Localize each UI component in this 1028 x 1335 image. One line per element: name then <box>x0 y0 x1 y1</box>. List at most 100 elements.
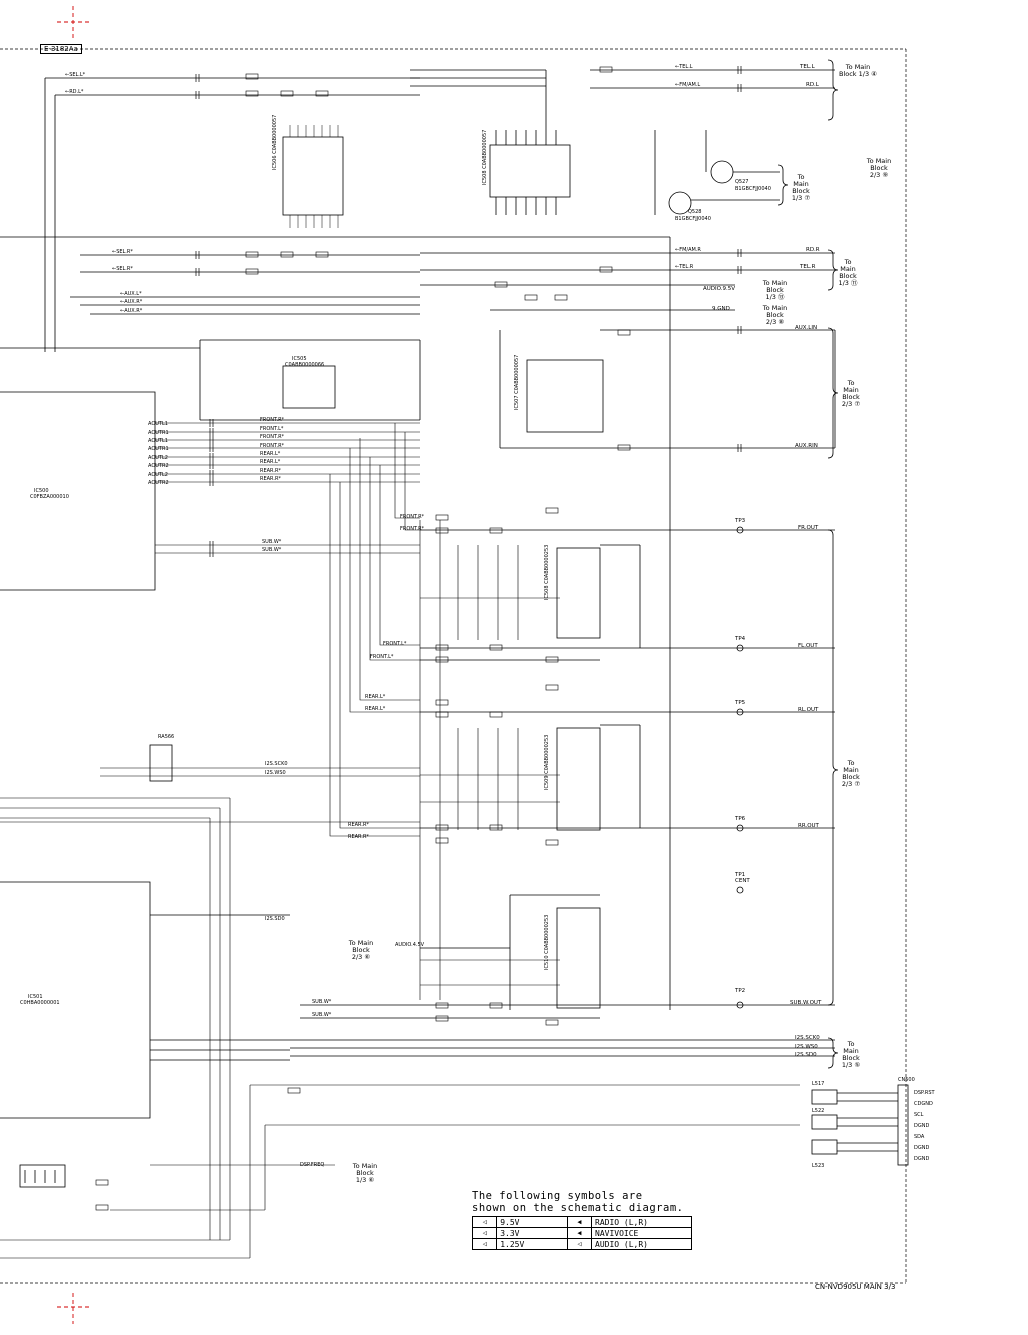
ic506: IC506 C0ABB0000057 <box>272 115 344 228</box>
svg-text:AOUTR2: AOUTR2 <box>148 480 169 486</box>
svg-text:←RD.L*: ←RD.L* <box>65 89 84 95</box>
svg-text:FRONT.R*: FRONT.R* <box>260 417 285 423</box>
svg-text:FRONT.L*: FRONT.L* <box>383 641 407 647</box>
transistors: Q527 B1GBCFJJ0040 Q528 B1GBCFJJ0040 <box>654 130 780 222</box>
svg-text:DSP.FREQ: DSP.FREQ <box>300 1162 324 1168</box>
svg-text:REAR.R*: REAR.R* <box>260 476 281 482</box>
svg-text:IC506 C0ABB0000057: IC506 C0ABB0000057 <box>272 115 278 170</box>
ic510-amp: IC510 C0ABB0000253 <box>300 894 835 1019</box>
capacitor-glyphs <box>195 66 742 557</box>
pin-label: DGND <box>914 1156 930 1162</box>
svg-text:L523: L523 <box>812 1163 824 1169</box>
svg-text:C0HBA0000001: C0HBA0000001 <box>20 1000 60 1006</box>
svg-text:←TEL.R: ←TEL.R <box>675 264 694 270</box>
legend-signal: AUDIO (L,R) <box>591 1238 692 1250</box>
voltage-symbol-icon: ◁ <box>471 1216 498 1228</box>
legend-row: ◁ 1.25V ◁ AUDIO (L,R) <box>471 1238 692 1250</box>
legend-row: ◁ 9.5V ◀ RADIO (L,R) <box>471 1216 692 1228</box>
svg-text:REAR.R*: REAR.R* <box>348 822 369 828</box>
crop-marks <box>57 6 92 1324</box>
svg-text:REAR.L*: REAR.L* <box>260 451 281 457</box>
svg-text:FRONT.L*: FRONT.L* <box>370 654 394 660</box>
ic508-top: IC508 C0ABB0000057 <box>482 130 571 215</box>
svg-text:←FM/AM.L: ←FM/AM.L <box>675 82 700 88</box>
svg-text:RA566: RA566 <box>158 734 174 740</box>
svg-text:←AUX.R*: ←AUX.R* <box>120 299 143 305</box>
svg-text:←TEL.L: ←TEL.L <box>675 64 693 70</box>
svg-text:SUB.W*: SUB.W* <box>262 539 282 545</box>
svg-text:FRONT.L*: FRONT.L* <box>260 426 284 432</box>
svg-text:L522: L522 <box>812 1108 824 1114</box>
svg-text:FRONT.R*: FRONT.R* <box>400 526 425 532</box>
ic505: IC505 C0ABB0000066 <box>199 339 421 421</box>
voltage-symbol-icon: ◁ <box>471 1227 498 1239</box>
svg-text:AOUTR2: AOUTR2 <box>148 463 169 469</box>
pin-label: DSP.RST <box>914 1090 935 1096</box>
svg-text:IC508 C0ABB0000057: IC508 C0ABB0000057 <box>482 130 488 185</box>
svg-text:AOUTR1: AOUTR1 <box>148 446 169 452</box>
pin-label: CDGND <box>914 1101 933 1107</box>
svg-text:REAR.R*: REAR.R* <box>348 834 369 840</box>
connector-pin-labels: DSP.RST CDGND SCL DGND SDA DGND DGND <box>914 1088 935 1165</box>
svg-text:SUB.W*: SUB.W* <box>312 1012 332 1018</box>
legend-voltage: 1.25V <box>496 1238 568 1250</box>
svg-text:B1GBCFJJ0040: B1GBCFJJ0040 <box>735 186 771 192</box>
svg-text:IC510 C0ABB0000253: IC510 C0ABB0000253 <box>544 915 550 970</box>
legend-voltage: 3.3V <box>496 1227 568 1239</box>
svg-text:B1GBCFJJ0040: B1GBCFJJ0040 <box>675 216 711 222</box>
resistor-network-2: RA566 <box>149 734 174 782</box>
sheet-footer-label: CN-NVD905U MAIN 3/3 <box>815 1283 896 1291</box>
ic508-amp: IC508 C0ABB0000253 <box>420 529 835 661</box>
svg-text:SUB.W*: SUB.W* <box>262 547 282 553</box>
harness-lines <box>329 423 420 837</box>
legend-signal: RADIO (L,R) <box>591 1216 692 1228</box>
svg-text:AOUTR1: AOUTR1 <box>148 430 169 436</box>
svg-text:Q527: Q527 <box>735 179 748 185</box>
ic500: IC500 C0FBZA000010 <box>0 391 420 591</box>
chokes-connector: L517 L522 L523 CN500 <box>811 1077 915 1169</box>
svg-text:AUDIO.4.5V: AUDIO.4.5V <box>395 942 425 948</box>
svg-text:REAR.L*: REAR.L* <box>365 694 386 700</box>
svg-text:I2S.SCK0: I2S.SCK0 <box>265 761 288 767</box>
svg-text:←AUX.L*: ←AUX.L* <box>120 291 142 297</box>
radio-arrow-icon: ◀ <box>566 1216 593 1228</box>
legend-table: ◁ 9.5V ◀ RADIO (L,R) ◁ 3.3V ◀ NAVIVOICE … <box>471 1216 692 1250</box>
svg-text:←SEL.R*: ←SEL.R* <box>112 249 133 255</box>
svg-text:←SEL.R*: ←SEL.R* <box>112 266 133 272</box>
signal-labels: ←SEL.L* ←RD.L* ←SEL.R* ←SEL.R* ←AUX.L* ←… <box>65 64 701 1168</box>
svg-text:REAR.R*: REAR.R* <box>260 468 281 474</box>
svg-text:IC508 C0ABB0000253: IC508 C0ABB0000253 <box>544 545 550 600</box>
svg-text:C0ABB0000066: C0ABB0000066 <box>285 362 324 368</box>
right-braces <box>777 59 839 1069</box>
pin-label: SCL <box>914 1112 924 1118</box>
legend-title-line2: shown on the schematic diagram. <box>472 1202 684 1214</box>
symbol-legend: The following symbols are shown on the s… <box>471 1190 692 1250</box>
bus-lines <box>0 236 836 1010</box>
top-input-lines <box>44 69 835 352</box>
pin-label: DGND <box>914 1123 930 1129</box>
svg-text:L517: L517 <box>812 1081 824 1087</box>
svg-text:AOUTL1: AOUTL1 <box>148 421 168 427</box>
navivoice-arrow-icon: ◀ <box>566 1227 593 1239</box>
svg-text:REAR.L*: REAR.L* <box>260 459 281 465</box>
svg-text:CN500: CN500 <box>898 1077 915 1083</box>
sheet-header-tag: E-3182Aa <box>40 44 82 54</box>
svg-text:IC501: IC501 <box>28 994 43 1000</box>
resistor-glyphs <box>95 66 631 1211</box>
audio-arrow-icon: ◁ <box>566 1238 593 1250</box>
ic501: IC501 C0HBA0000001 <box>0 881 835 1119</box>
svg-text:FRONT.R*: FRONT.R* <box>260 434 285 440</box>
svg-text:C0FBZA000010: C0FBZA000010 <box>30 494 69 500</box>
svg-text:REAR.L*: REAR.L* <box>365 706 386 712</box>
svg-text:IC507 C0ABB0000057: IC507 C0ABB0000057 <box>514 355 520 410</box>
svg-text:FRONT.R*: FRONT.R* <box>400 514 425 520</box>
svg-text:←SEL.L*: ←SEL.L* <box>65 72 86 78</box>
resistor-network <box>19 1164 66 1188</box>
svg-text:←AUX.R*: ←AUX.R* <box>120 308 143 314</box>
svg-text:FRONT.R*: FRONT.R* <box>260 443 285 449</box>
svg-text:I2S.WS0: I2S.WS0 <box>265 770 286 776</box>
legend-voltage: 9.5V <box>496 1216 568 1228</box>
svg-text:IC509 C0ABB0000253: IC509 C0ABB0000253 <box>544 735 550 790</box>
legend-signal: NAVIVOICE <box>591 1227 692 1239</box>
